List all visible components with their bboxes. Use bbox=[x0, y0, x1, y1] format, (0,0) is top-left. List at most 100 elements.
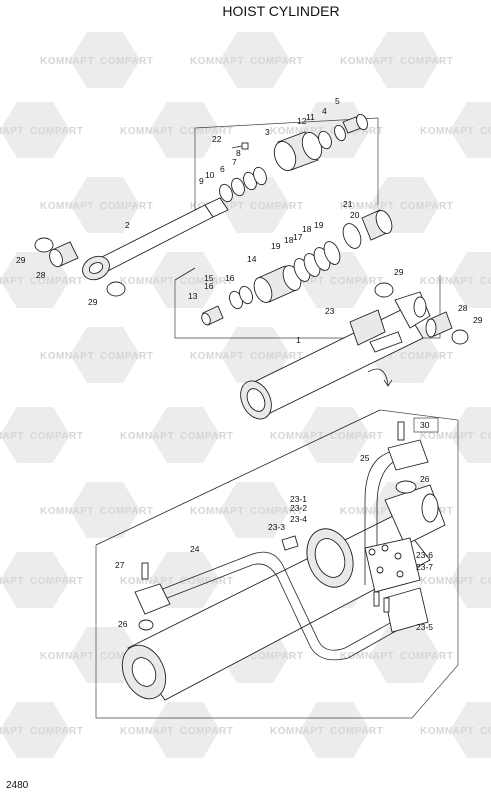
watermark-right-text: COMPART bbox=[330, 431, 383, 442]
watermark-right-text: COMPART bbox=[330, 126, 383, 137]
watermark-hexagon bbox=[150, 407, 220, 463]
callout-c29a: 29 bbox=[16, 255, 26, 265]
callout-c27: 27 bbox=[115, 560, 125, 570]
watermark-right-text: COMPART bbox=[100, 201, 153, 212]
watermark-right-text: COMPART bbox=[400, 201, 453, 212]
watermark-texts: KOMNAPT COMPART KOMNAPT COMPART KOMNAPT COMPA… bbox=[0, 56, 491, 737]
watermark-hexagon bbox=[300, 407, 370, 463]
watermark-left-text: KOMNAPT bbox=[340, 201, 394, 212]
watermark-right-text: COMPART bbox=[30, 726, 83, 737]
watermark-right-text: COMPART bbox=[480, 276, 491, 287]
watermark-right-text: COMPART bbox=[180, 576, 233, 587]
callout-c14: 14 bbox=[247, 254, 257, 264]
watermark-right-text: COMPART bbox=[180, 431, 233, 442]
callout-c18a: 18 bbox=[284, 235, 294, 245]
callout-c18b: 18 bbox=[302, 224, 312, 234]
callout-c9: 9 bbox=[199, 176, 204, 186]
watermark-left-text: KOMNAPT bbox=[120, 726, 174, 737]
watermark-left-text: KOMNAPT bbox=[270, 431, 324, 442]
watermark-hexagon bbox=[70, 32, 140, 88]
watermark-right-text: COMPART bbox=[480, 431, 491, 442]
callout-c24: 24 bbox=[190, 544, 200, 554]
watermark-left-text: KOMNAPT bbox=[120, 276, 174, 287]
watermark-hexagon bbox=[70, 327, 140, 383]
watermark-left-text: KOMNAPT bbox=[340, 56, 394, 67]
callout-c235: 23-5 bbox=[416, 622, 433, 632]
watermark-hexagon bbox=[300, 702, 370, 758]
watermark-right-text: COMPART bbox=[250, 506, 303, 517]
callout-c25: 25 bbox=[360, 453, 370, 463]
bushing-right bbox=[374, 282, 469, 345]
watermark-left-text: KOMNAPT bbox=[270, 126, 324, 137]
callout-c10: 10 bbox=[205, 170, 215, 180]
watermark-left-text: KOMNAPT bbox=[420, 126, 474, 137]
callout-c19a: 19 bbox=[271, 241, 281, 251]
watermark-left-text: KOMNAPT bbox=[40, 506, 94, 517]
watermark-left-text: KOMNAPT bbox=[420, 576, 474, 587]
watermark-hexagon bbox=[220, 327, 290, 383]
callout-c28a: 28 bbox=[36, 270, 46, 280]
watermark-right-text: COMPART bbox=[250, 351, 303, 362]
watermark-right-text: COMPART bbox=[30, 126, 83, 137]
watermark-hexagon bbox=[70, 482, 140, 538]
watermark-right-text: COMPART bbox=[30, 431, 83, 442]
pipe-25 bbox=[364, 421, 429, 585]
callout-c17: 17 bbox=[293, 232, 303, 242]
callout-c12: 12 bbox=[297, 116, 307, 126]
watermark-left-text: KOMNAPT bbox=[0, 431, 24, 442]
callout-c233: 23-3 bbox=[268, 522, 285, 532]
watermark-hexagon bbox=[450, 702, 491, 758]
watermark-left-text: KOMNAPT bbox=[190, 351, 244, 362]
valve-block bbox=[281, 528, 429, 633]
watermark-left-text: KOMNAPT bbox=[0, 726, 24, 737]
watermark-left-text: KOMNAPT bbox=[0, 276, 24, 287]
watermark-hexagon bbox=[450, 252, 491, 308]
callout-c29c: 29 bbox=[394, 267, 404, 277]
watermark-hexagon bbox=[0, 702, 70, 758]
callout-c19b: 19 bbox=[314, 220, 324, 230]
watermark-left-text: KOMNAPT bbox=[120, 431, 174, 442]
watermark-hexagon bbox=[220, 32, 290, 88]
watermark-hexagon bbox=[220, 482, 290, 538]
callout-c26b: 26 bbox=[118, 619, 128, 629]
watermark-left-text: KOMNAPT bbox=[40, 351, 94, 362]
callout-c7: 7 bbox=[232, 157, 237, 167]
watermark-right-text: COMPART bbox=[180, 126, 233, 137]
callout-c234: 23-4 bbox=[290, 514, 307, 524]
watermark-left-text: KOMNAPT bbox=[420, 726, 474, 737]
watermark-left-text: KOMNAPT bbox=[270, 726, 324, 737]
watermark-right-text: COMPART bbox=[30, 276, 83, 287]
rod-part-2 bbox=[82, 197, 229, 281]
watermark-right-text: COMPART bbox=[250, 651, 303, 662]
watermark-right-text: COMPART bbox=[100, 56, 153, 67]
callout-c4: 4 bbox=[322, 106, 327, 116]
callout-labels: 1234567891011121314151616171818191920212… bbox=[16, 96, 483, 632]
watermark-left-text: KOMNAPT bbox=[0, 576, 24, 587]
watermark-hexagon bbox=[0, 552, 70, 608]
callout-c5: 5 bbox=[335, 96, 340, 106]
watermark-left-text: KOMNAPT bbox=[40, 56, 94, 67]
watermark-right-text: COMPART bbox=[480, 726, 491, 737]
callout-c236: 23-6 bbox=[416, 550, 433, 560]
callout-c20: 20 bbox=[350, 210, 360, 220]
watermark-hexagon bbox=[150, 102, 220, 158]
callout-c15: 15 bbox=[204, 273, 214, 283]
watermark-right-text: COMPART bbox=[250, 56, 303, 67]
callout-c1: 1 bbox=[296, 335, 301, 345]
watermark-left-text: KOMNAPT bbox=[340, 506, 394, 517]
watermark-hexagon bbox=[0, 102, 70, 158]
watermark-right-text: COMPART bbox=[180, 726, 233, 737]
watermark-left-text: KOMNAPT bbox=[420, 431, 474, 442]
callout-c29b: 29 bbox=[88, 297, 98, 307]
callout-c16b: 16 bbox=[225, 273, 235, 283]
callout-c6: 6 bbox=[220, 164, 225, 174]
watermark-hexagon bbox=[450, 407, 491, 463]
watermark-right-text: COMPART bbox=[400, 651, 453, 662]
watermark-right-text: COMPART bbox=[330, 276, 383, 287]
page-number: 2480 bbox=[6, 780, 29, 791]
watermark-left-text: KOMNAPT bbox=[340, 651, 394, 662]
watermark-right-text: COMPART bbox=[250, 201, 303, 212]
callout-c237: 23-7 bbox=[416, 562, 433, 572]
gland-part-3 bbox=[219, 113, 368, 203]
